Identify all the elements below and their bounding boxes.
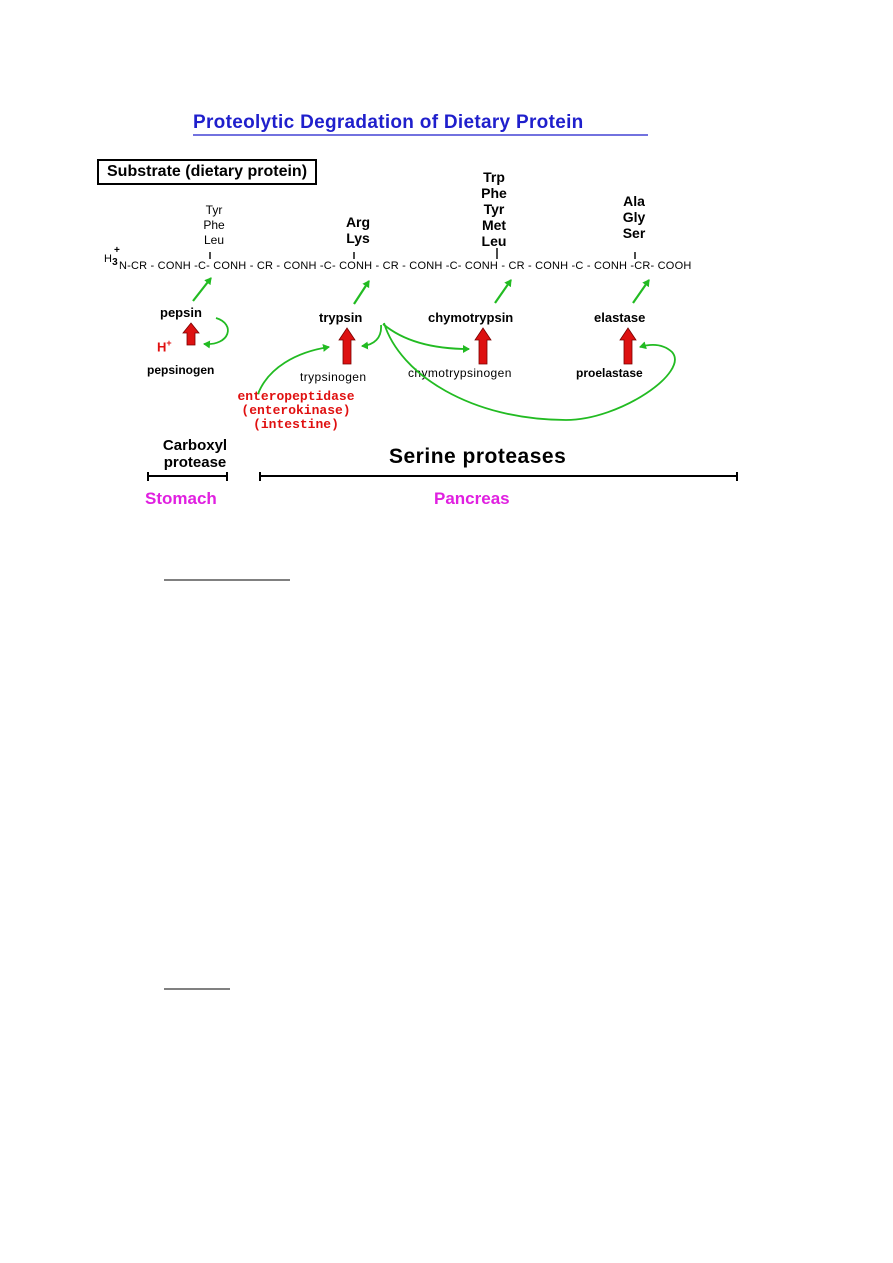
chain-segment: - CONH -CR- COOH xyxy=(583,260,692,272)
residue: Ala xyxy=(623,193,645,209)
zymogen-chymotrypsinogen: chymotrypsinogen xyxy=(408,366,512,380)
residue: Leu xyxy=(203,233,225,247)
activation-arrow-proelastase xyxy=(619,327,637,365)
zymogen-pepsinogen: pepsinogen xyxy=(147,363,215,377)
ammonium-subscript: 3 xyxy=(112,257,118,269)
peptide-chain: N-CR - CONH -C- CONH - CR - CONH -C- CON… xyxy=(119,260,691,272)
organ-stomach: Stomach xyxy=(145,489,217,508)
diagram-title: Proteolytic Degradation of Dietary Prote… xyxy=(193,112,584,133)
enzyme-pepsin: pepsin xyxy=(160,305,202,320)
chymotrypsin-residue-list: Trp Phe Tyr Met Leu xyxy=(474,169,514,249)
cleavage-arrow-chymotrypsin xyxy=(494,279,512,304)
alpha-carbon-trypsin: C- xyxy=(323,260,336,272)
residue: Ser xyxy=(622,225,646,241)
alpha-carbon-pepsin: C- xyxy=(197,260,210,272)
enteropeptidase-line: (enterokinase) xyxy=(241,403,351,418)
serine-proteases-label: Serine proteases xyxy=(389,445,567,468)
enzyme-chymotrypsin: chymotrypsin xyxy=(428,310,514,325)
ammonium-h: H xyxy=(104,253,113,265)
enteropeptidase-line: (intestine) xyxy=(253,417,339,432)
residue: Gly xyxy=(622,209,646,225)
chain-segment: CONH - CR - CONH - xyxy=(335,260,450,272)
pepsin-autoactivation-arrow xyxy=(203,317,229,349)
pepsin-residue-list: Tyr Phe Leu xyxy=(196,203,232,248)
zymogen-trypsinogen: trypsinogen xyxy=(300,370,367,384)
zymogen-proelastase: proelastase xyxy=(576,366,643,380)
residue: Phe xyxy=(203,218,225,232)
trypsin-autoactivation-arrow xyxy=(361,324,382,350)
cleavage-arrow-pepsin xyxy=(192,277,212,302)
residue: Trp xyxy=(483,169,505,185)
cleavage-arrow-trypsin xyxy=(353,280,370,305)
trypsin-residue-list: Arg Lys xyxy=(338,214,378,246)
trypsin-to-chymotrypsinogen-arrow xyxy=(382,323,470,353)
chain-segment: CONH - CR - CONH - xyxy=(210,260,324,272)
peptide-chain-ammonium: H3 + xyxy=(104,245,120,269)
residue: Tyr xyxy=(483,201,505,217)
enteropeptidase-label: enteropeptidase (enterokinase) (intestin… xyxy=(204,390,388,432)
residue: Lys xyxy=(346,230,370,246)
enzyme-trypsin: trypsin xyxy=(319,310,363,325)
residue: Tyr xyxy=(205,203,223,217)
carboxyl-protease-label: Carboxyl protease xyxy=(145,437,245,471)
residue: Met xyxy=(481,217,507,233)
enteropeptidase-line: enteropeptidase xyxy=(237,389,355,404)
residue: Leu xyxy=(481,233,507,249)
enzyme-elastase: elastase xyxy=(594,310,646,325)
activation-arrow-pepsinogen xyxy=(182,322,200,346)
alpha-carbon-chymotrypsin: C- xyxy=(449,260,462,272)
alpha-carbon-elastase: C xyxy=(575,260,584,272)
residue: Arg xyxy=(345,214,371,230)
activation-arrow-chymotrypsinogen xyxy=(474,327,492,365)
chain-segment: CONH - CR - CONH - xyxy=(461,260,576,272)
activation-arrow-trypsinogen xyxy=(338,327,356,365)
chain-segment: N-CR - CONH - xyxy=(119,260,198,272)
ammonium-charge: + xyxy=(114,245,121,256)
trypsin-to-proelastase-arrow xyxy=(383,322,676,421)
elastase-residue-list: Ala Gly Ser xyxy=(614,193,654,241)
proton-label: H+ xyxy=(157,338,172,354)
class-line: Carboxyl xyxy=(162,437,228,454)
proton-charge: + xyxy=(166,338,172,348)
organ-pancreas: Pancreas xyxy=(434,489,510,508)
proton-h: H xyxy=(157,339,167,355)
class-line: protease xyxy=(163,454,227,471)
cleavage-arrow-elastase xyxy=(632,279,650,304)
residue: Phe xyxy=(481,185,507,201)
enteropeptidase-activation-arrow xyxy=(257,343,330,395)
substrate-label: Substrate (dietary protein) xyxy=(97,159,318,185)
